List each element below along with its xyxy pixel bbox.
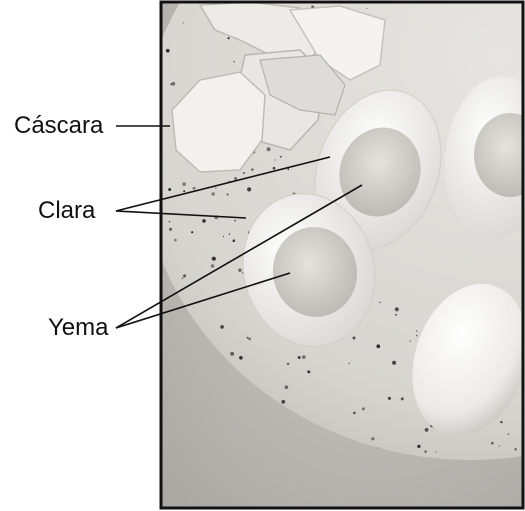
label-yema: Yema (48, 316, 109, 340)
label-clara: Clara (38, 199, 95, 223)
label-cascara: Cáscara (14, 114, 103, 138)
photo-content (140, 0, 525, 508)
